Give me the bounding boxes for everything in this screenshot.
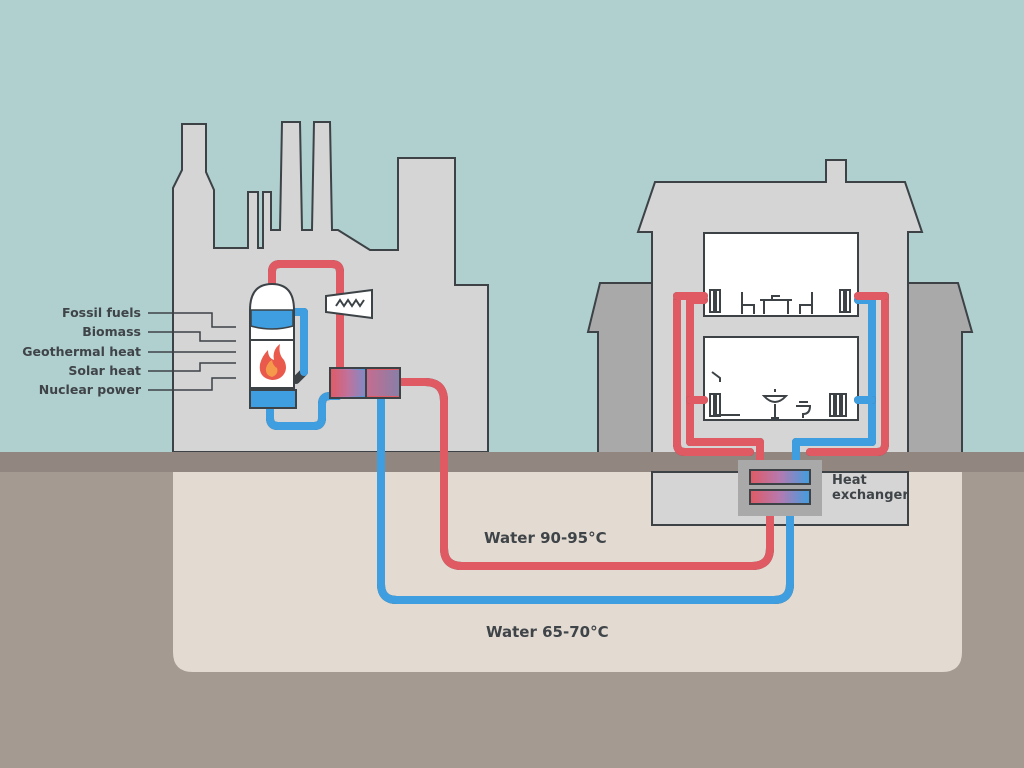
supply-pipe bbox=[394, 378, 774, 570]
lower-room bbox=[703, 336, 859, 421]
heat-exchanger-label-line1: Heat bbox=[832, 473, 867, 488]
upper-room bbox=[703, 232, 859, 317]
source-label-geothermal-heat: Geothermal heat bbox=[22, 344, 141, 359]
house-heat-exchanger bbox=[738, 460, 822, 516]
return-pipe bbox=[377, 394, 794, 604]
plant-steam-pipe bbox=[268, 260, 344, 376]
plant-condensate-pipe bbox=[266, 308, 342, 430]
source-label-fossil-fuels: Fossil fuels bbox=[62, 305, 141, 320]
flame-icon bbox=[259, 344, 286, 380]
heat-exchanger-label-line2: exchanger bbox=[832, 488, 909, 503]
boiler bbox=[249, 282, 297, 409]
supply-water-label: Water 90-95°C bbox=[484, 529, 607, 547]
plant-heat-exchanger bbox=[329, 367, 401, 399]
turbine bbox=[325, 288, 373, 320]
return-water-label: Water 65-70°C bbox=[486, 623, 609, 641]
source-label-solar-heat: Solar heat bbox=[68, 363, 141, 378]
source-label-biomass: Biomass bbox=[82, 324, 141, 339]
source-connector-lines bbox=[148, 312, 236, 391]
source-label-nuclear-power: Nuclear power bbox=[39, 382, 142, 397]
house-heating-circuit bbox=[673, 292, 889, 466]
